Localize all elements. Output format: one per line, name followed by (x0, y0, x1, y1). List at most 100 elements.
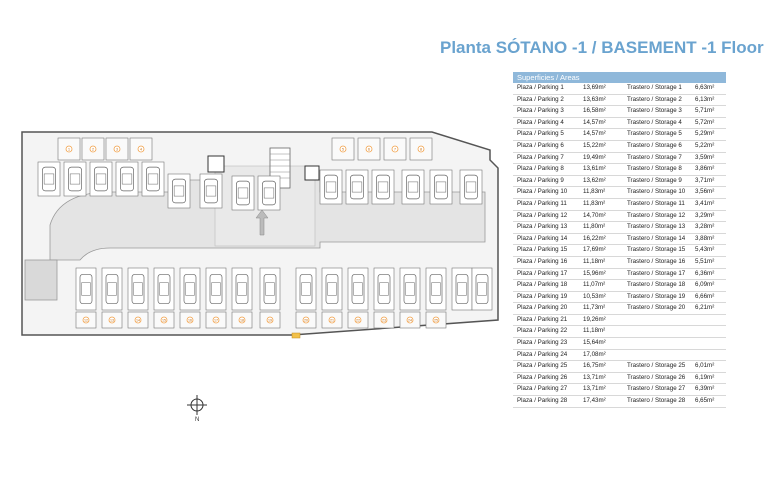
table-cell-storage (627, 338, 695, 349)
car-icon (209, 273, 223, 305)
table-cell-storage-area: 6,01m² (695, 362, 715, 370)
table-cell-plaza: Plaza / Parking 7 (517, 153, 564, 161)
car-icon (204, 178, 218, 204)
storage-number: 5 (342, 148, 344, 152)
parking-space (37, 161, 61, 197)
storage-room: 13 (101, 311, 123, 329)
parking-space (425, 267, 447, 311)
storage-number: 1 (68, 148, 70, 152)
storage-number: 2 (92, 148, 94, 152)
parking-space (459, 169, 483, 205)
table-cell-storage-area: 3,59m² (695, 153, 715, 161)
table-cell-plaza-area: 16,58m² (583, 107, 606, 115)
table-cell-storage-area: 3,86m² (695, 165, 715, 173)
table-cell-storage-area (695, 350, 726, 361)
table-cell-storage-area: 6,39m² (695, 385, 715, 393)
table-cell-plaza-area: 11,18m² (583, 257, 606, 265)
table-cell-storage: Trastero / Storage 19 (627, 292, 686, 300)
parking-space (259, 267, 281, 311)
table-cell-storage-area: 3,71m² (695, 176, 715, 184)
table-cell-storage: Trastero / Storage 15 (627, 246, 686, 254)
car-icon (434, 174, 448, 200)
table-cell-storage-area: 3,41m² (695, 199, 715, 207)
table-cell-plaza: Plaza / Parking 13 (517, 223, 568, 231)
table-cell-plaza: Plaza / Parking 20 (517, 304, 568, 312)
car-icon (172, 178, 186, 204)
storage-room: 24 (399, 311, 421, 329)
table-cell-plaza-area: 16,75m² (583, 362, 606, 370)
storage-room: 21 (321, 311, 343, 329)
table-cell-plaza: Plaza / Parking 14 (517, 234, 568, 242)
table-cell-storage: Trastero / Storage 28 (627, 397, 686, 405)
storage-number: 16 (188, 319, 192, 323)
table-cell-plaza-area: 11,07m² (583, 281, 606, 289)
table-cell-plaza-area: 16,22m² (583, 234, 606, 242)
parking-space (141, 161, 165, 197)
car-icon (157, 273, 171, 305)
table-cell-storage-area: 6,36m² (695, 269, 715, 277)
table-cell-plaza: Plaza / Parking 17 (517, 269, 568, 277)
table-cell-storage: Trastero / Storage 25 (627, 362, 686, 370)
table-cell-plaza-area: 17,69m² (583, 246, 606, 254)
table-row: Plaza / Parking 28 17,43m² Trastero / Stor… (513, 396, 726, 408)
table-cell-storage: Trastero / Storage 10 (627, 188, 686, 196)
table-cell-storage: Trastero / Storage 27 (627, 385, 686, 393)
table-cell-storage (627, 315, 695, 326)
table-cell-storage (627, 350, 695, 361)
table-cell-plaza: Plaza / Parking 12 (517, 211, 568, 219)
table-cell-storage: Trastero / Storage 17 (627, 269, 686, 277)
car-icon (131, 273, 145, 305)
table-cell-storage: Trastero / Storage 18 (627, 281, 686, 289)
table-cell-storage-area: 6,66m² (695, 292, 715, 300)
parking-space (295, 267, 317, 311)
table-cell-storage: Trastero / Storage 26 (627, 373, 686, 381)
car-icon (429, 273, 443, 305)
table-cell-plaza-area: 17,43m² (583, 397, 606, 405)
car-icon (262, 180, 276, 206)
table-cell-plaza: Plaza / Parking 6 (517, 141, 564, 149)
parking-space (451, 267, 473, 311)
storage-number: 23 (382, 319, 386, 323)
table-cell-plaza-area: 19,26m² (583, 315, 606, 323)
table-cell-storage-area: 3,28m² (695, 223, 715, 231)
car-icon (42, 166, 56, 192)
storage-room: 7 (383, 137, 407, 161)
lift-icon-2 (304, 165, 320, 181)
parking-space (399, 267, 421, 311)
table-cell-storage: Trastero / Storage 3 (627, 107, 682, 115)
table-cell-storage-area: 3,88m² (695, 234, 715, 242)
table-cell-plaza-area: 14,70m² (583, 211, 606, 219)
storage-number: 19 (268, 319, 272, 323)
storage-number: 7 (394, 148, 396, 152)
car-icon (183, 273, 197, 305)
car-icon (350, 174, 364, 200)
table-cell-storage: Trastero / Storage 2 (627, 95, 682, 103)
ramp-exit (24, 259, 58, 301)
parking-space (319, 169, 343, 205)
table-cell-storage-area: 5,51m² (695, 257, 715, 265)
parking-space (179, 267, 201, 311)
parking-space (429, 169, 453, 205)
table-cell-plaza-area: 15,64m² (583, 339, 606, 347)
car-icon (464, 174, 478, 200)
table-cell-plaza: Plaza / Parking 28 (517, 397, 568, 405)
storage-number: 13 (110, 319, 114, 323)
table-cell-storage: Trastero / Storage 9 (627, 176, 682, 184)
table-cell-storage: Trastero / Storage 5 (627, 130, 682, 138)
storage-number: 17 (214, 319, 218, 323)
table-cell-plaza-area: 14,57m² (583, 130, 606, 138)
